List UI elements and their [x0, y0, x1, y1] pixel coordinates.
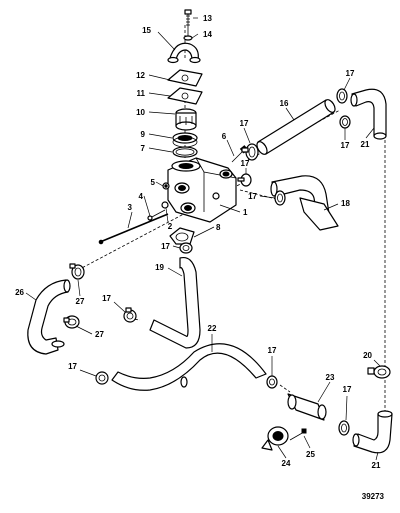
clamp-20 [367, 365, 391, 379]
callout-7: 7 [141, 144, 146, 153]
thermostat-housing-1 [167, 157, 237, 223]
clamp-17-hose18-end [237, 173, 252, 187]
callout-15: 15 [142, 26, 151, 35]
callout-11: 11 [137, 89, 146, 98]
clamp-27-lower [63, 315, 80, 329]
clamp-17-center [179, 242, 193, 254]
bolt-13 [184, 9, 192, 36]
thermostat-10 [175, 108, 197, 131]
callout-25: 25 [306, 450, 315, 459]
callout-17-b: 17 [240, 119, 249, 128]
callout-21-lower: 21 [372, 461, 381, 470]
callout-17-a: 17 [161, 242, 170, 251]
clamp-24 [261, 426, 289, 451]
callout-3: 3 [128, 203, 133, 212]
callout-12: 12 [136, 71, 145, 80]
callout-17-j: 17 [343, 385, 352, 394]
leader-lines [25, 17, 381, 461]
callout-13: 13 [203, 14, 212, 23]
hose-22 [111, 343, 267, 391]
clamp-17-hose22-left [95, 371, 109, 385]
callout-4: 4 [139, 192, 144, 201]
callout-1: 1 [243, 208, 248, 217]
callout-23: 23 [326, 373, 335, 382]
callout-27-lower: 27 [95, 330, 104, 339]
callout-17-d: 17 [341, 141, 350, 150]
clamp-17-hose19 [123, 307, 137, 323]
callout-18: 18 [341, 199, 350, 208]
clamp-27-upper [69, 263, 85, 280]
callout-17-f: 17 [248, 192, 257, 201]
callout-16: 16 [280, 99, 289, 108]
stud-3 [98, 213, 169, 245]
callout-26: 26 [15, 288, 24, 297]
hose-26 [27, 279, 71, 355]
callout-labels: 13 14 15 12 11 10 9 7 6 5 4 3 2 1 8 17 1… [15, 14, 381, 470]
clamp-17-hose18 [274, 190, 286, 206]
fitting-23 [287, 393, 327, 421]
elbow-hose-21-upper [350, 88, 387, 140]
callout-21-upper: 21 [361, 140, 370, 149]
screw-25 [289, 428, 307, 441]
callout-22: 22 [208, 324, 217, 333]
o-ring-7 [172, 146, 198, 158]
callout-19: 19 [155, 263, 164, 272]
plug-2 [161, 201, 169, 209]
washer-14 [183, 35, 193, 41]
callout-8: 8 [216, 223, 221, 232]
callout-20: 20 [363, 351, 372, 360]
clamp-17-hose16-lower [241, 143, 259, 161]
hose-16 [256, 99, 336, 155]
callout-17-i: 17 [268, 346, 277, 355]
gasket-11 [167, 87, 203, 105]
hose-18 [270, 175, 339, 231]
cover-12 [167, 69, 203, 87]
callout-5: 5 [151, 178, 156, 187]
clamp-17-right-middle [339, 115, 351, 129]
callout-2: 2 [168, 222, 173, 231]
elbow-hose-21-lower [352, 410, 393, 454]
plug-5 [162, 182, 170, 190]
callout-17-c: 17 [346, 69, 355, 78]
callout-9: 9 [141, 130, 146, 139]
callout-6: 6 [222, 132, 227, 141]
clamp-17-fitting23 [338, 420, 350, 436]
figure-number: 39273 [362, 492, 385, 501]
gasket-8 [169, 227, 195, 245]
callout-17-g: 17 [102, 294, 111, 303]
callout-27-upper: 27 [76, 297, 85, 306]
hose-19 [149, 256, 201, 349]
clamp-15 [167, 42, 201, 64]
callout-17-e: 17 [241, 159, 250, 168]
callout-10: 10 [136, 108, 145, 117]
seal-9 [172, 132, 198, 148]
callout-24: 24 [282, 459, 291, 468]
clamp-17-upper-right [336, 88, 348, 104]
clamp-17-hose22-right [266, 375, 278, 389]
callout-14: 14 [203, 30, 212, 39]
callout-17-h: 17 [68, 362, 77, 371]
